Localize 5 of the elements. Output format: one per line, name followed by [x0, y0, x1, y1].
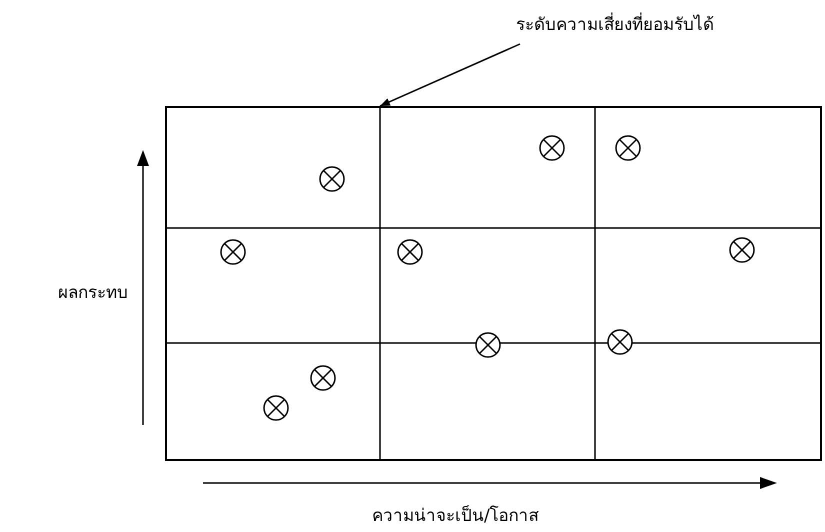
risk-matrix-grid: [165, 106, 822, 461]
leader-line: [380, 43, 520, 107]
axis-label: ผลกระทบ: [58, 282, 128, 304]
annotation-text: ระดับความเสี่ยงที่ยอมรับได้: [516, 14, 714, 36]
axis-label: ความน่าจะเป็น/โอกาส: [372, 505, 539, 528]
